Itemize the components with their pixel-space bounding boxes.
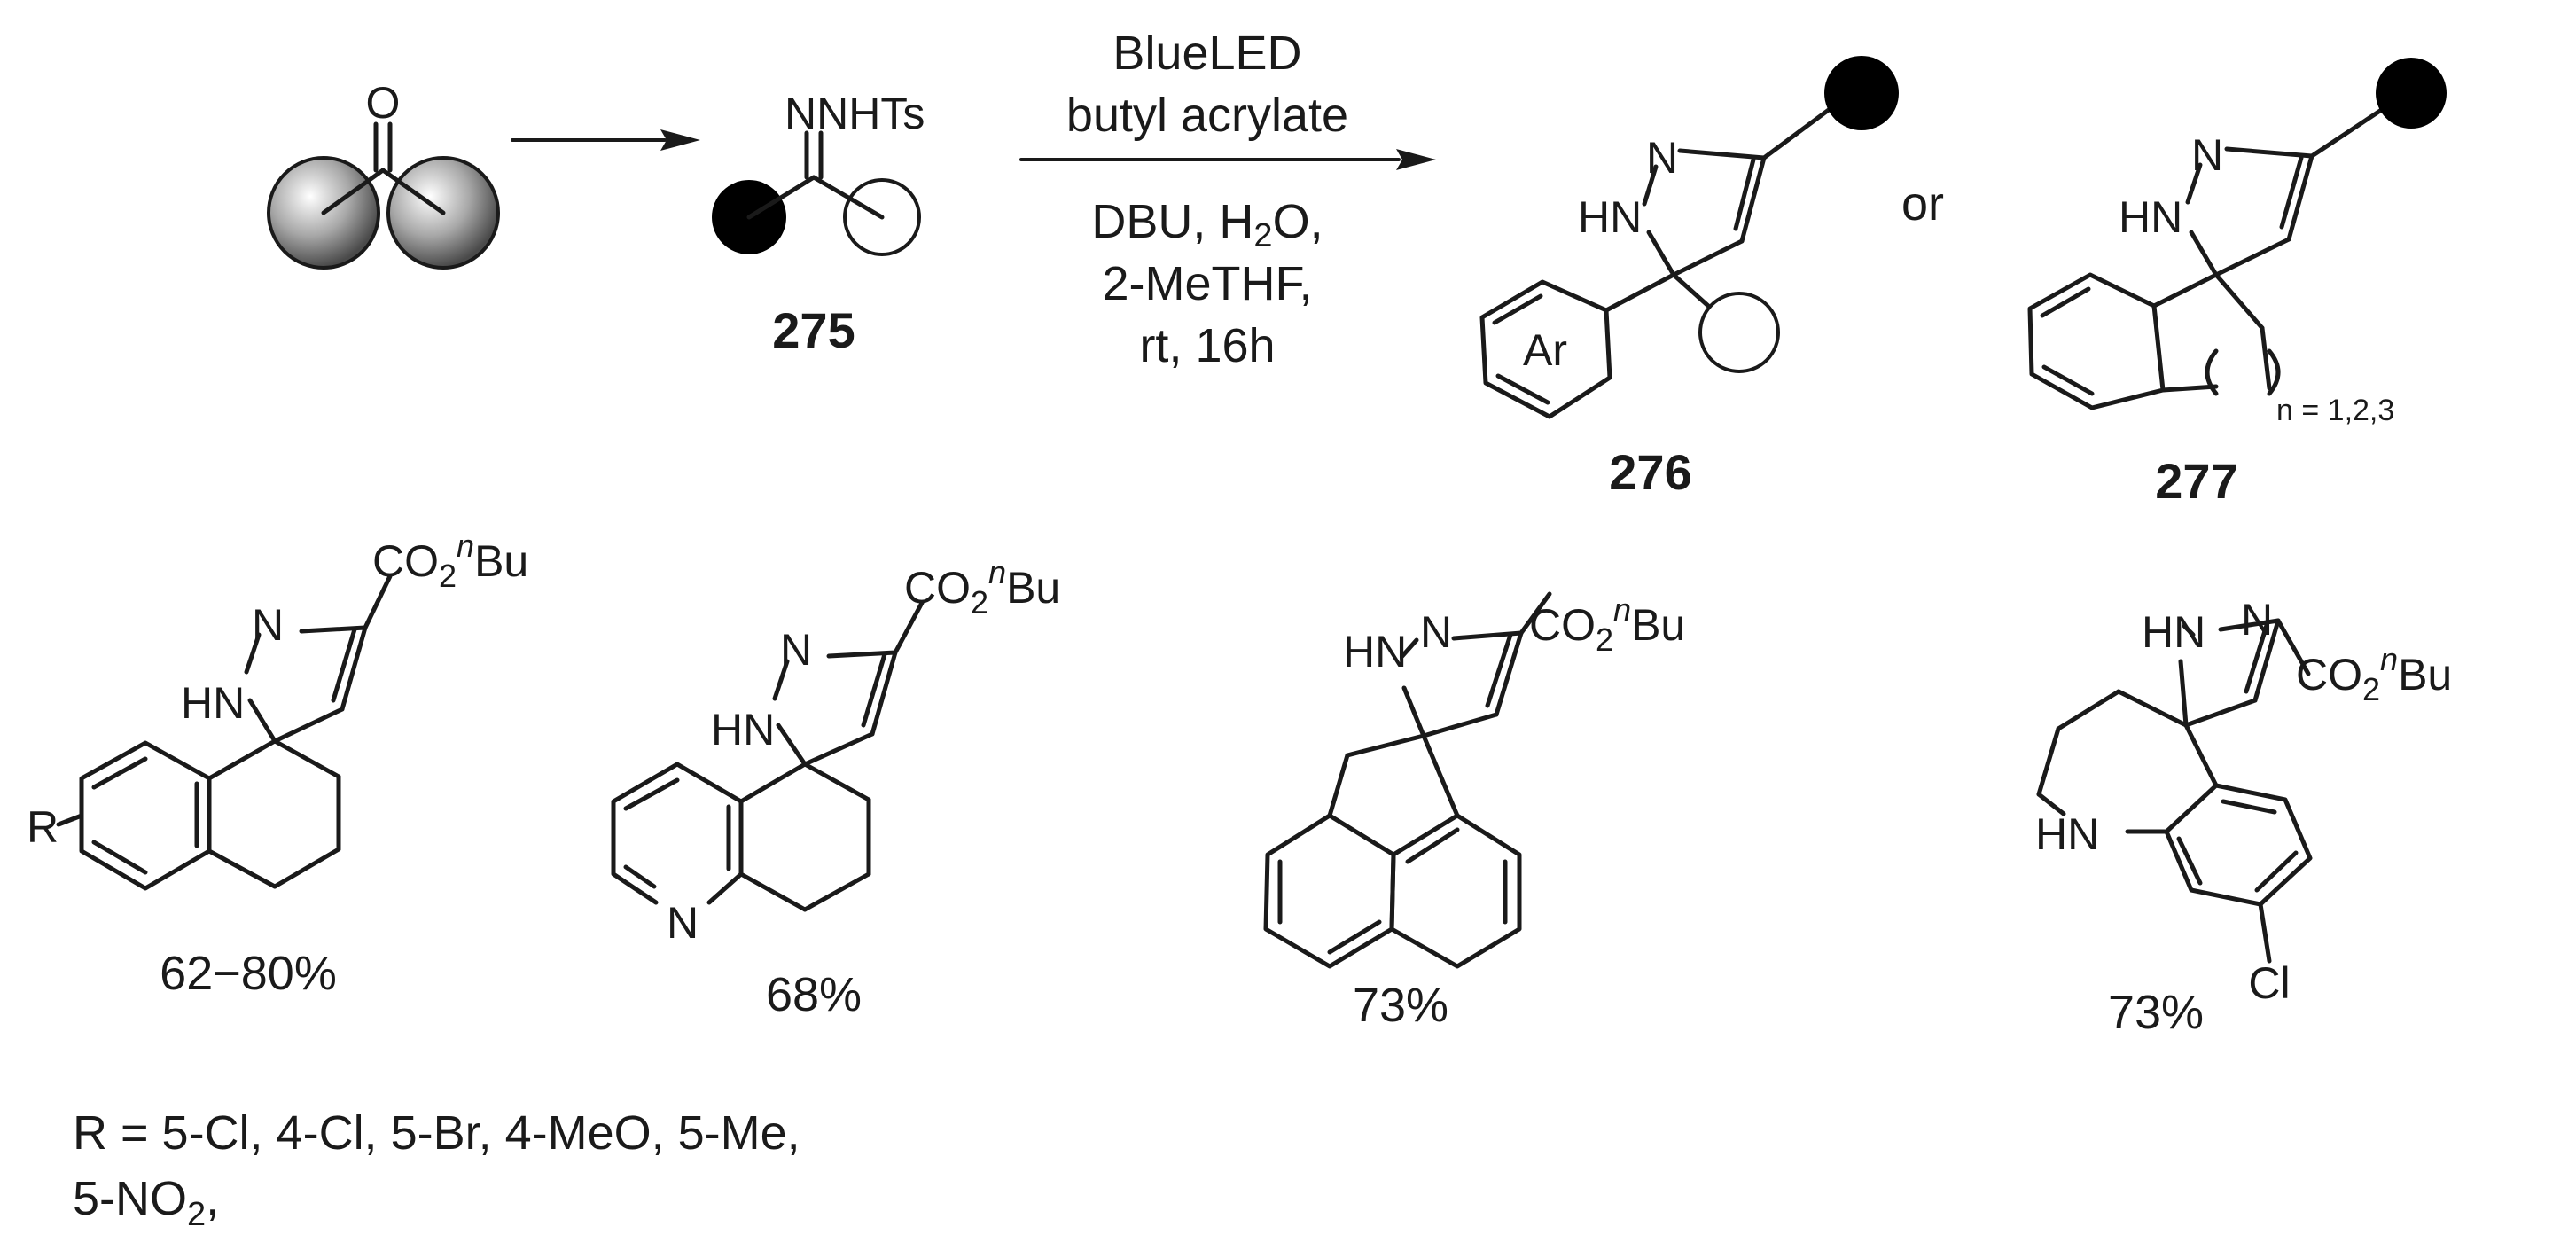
nitrogen-atom: N: [1646, 133, 1678, 183]
starting-ketone: O: [267, 78, 500, 270]
r-group: R: [27, 802, 59, 852]
nh-group: HN: [711, 705, 775, 754]
nitrogen-atom: N: [2191, 130, 2223, 180]
conditions-dbu-water: DBU, H2O,: [1091, 195, 1323, 254]
product-276: N HN Ar 276: [1479, 56, 1899, 500]
nh-group: HN: [2119, 192, 2182, 242]
pyridine-nitrogen: N: [667, 898, 699, 948]
oxygen-atom: O: [366, 78, 401, 128]
ester-group: CO2nBu: [372, 527, 528, 594]
aryl-label: Ar: [1523, 325, 1567, 375]
compound-label-276: 276: [1609, 444, 1691, 500]
reagent-butyl-acrylate: butyl acrylate: [1066, 89, 1348, 142]
compound-label-277: 277: [2155, 453, 2237, 509]
footnote-line-2: 5-NO2,: [73, 1172, 219, 1233]
substituent-filled-circle: [1824, 56, 1899, 130]
ring-size-values: n = 1,2,3: [2276, 394, 2394, 427]
footnote-line-1: R = 5-Cl, 4-Cl, 5-Br, 4-MeO, 5-Me,: [73, 1106, 800, 1160]
nnhts-group: NNHTs: [785, 89, 925, 138]
example-product-4: N HN CO2nBu HN Cl 73%: [2035, 595, 2452, 1039]
yield-product-2: 68%: [766, 968, 862, 1021]
substituent-filled-circle: [2376, 58, 2447, 129]
hydrazone-275: NNHTs 275: [712, 89, 925, 358]
reaction-conditions: BlueLED butyl acrylate DBU, H2O, 2-MeTHF…: [1019, 27, 1436, 372]
reagent-blueled: BlueLED: [1112, 27, 1301, 80]
nh-group: HN: [1343, 627, 1407, 676]
or-text: or: [1901, 177, 1944, 230]
ester-group: CO2nBu: [1529, 591, 1685, 658]
example-product-1: N HN CO2nBu R 62−80%: [27, 527, 528, 1000]
substituent-open-circle: [1698, 292, 1780, 373]
nitrogen-atom: N: [252, 600, 284, 650]
conditions-temp-time: rt, 16h: [1139, 319, 1275, 372]
yield-product-1: 62−80%: [160, 947, 337, 1000]
compound-label-275: 275: [772, 302, 855, 358]
nh-group: HN: [1578, 192, 1642, 242]
nh-group: HN: [181, 678, 245, 728]
azepine-nh: HN: [2035, 809, 2099, 859]
example-product-2: N HN CO2nBu N 68%: [611, 554, 1060, 1021]
conditions-solvent: 2-MeTHF,: [1102, 257, 1312, 310]
nitrogen-atom: N: [2241, 595, 2273, 645]
nitrogen-atom: N: [780, 625, 812, 675]
r-group-footnote: R = 5-Cl, 4-Cl, 5-Br, 4-MeO, 5-Me, 5-NO2…: [73, 1106, 800, 1233]
product-277: N HN n = 1,2,3 277: [2027, 58, 2447, 509]
nitrogen-atom: N: [1420, 607, 1452, 657]
example-product-3: N HN CO2nBu 73%: [1263, 591, 1685, 1032]
reaction-arrow-1: [511, 129, 700, 151]
yield-product-3: 73%: [1353, 979, 1448, 1032]
chloro-substituent: Cl: [2248, 958, 2290, 1008]
yield-product-4: 73%: [2108, 986, 2204, 1039]
ester-group: CO2nBu: [2296, 641, 2452, 707]
ester-group: CO2nBu: [904, 554, 1060, 621]
nh-group: HN: [2142, 607, 2205, 657]
